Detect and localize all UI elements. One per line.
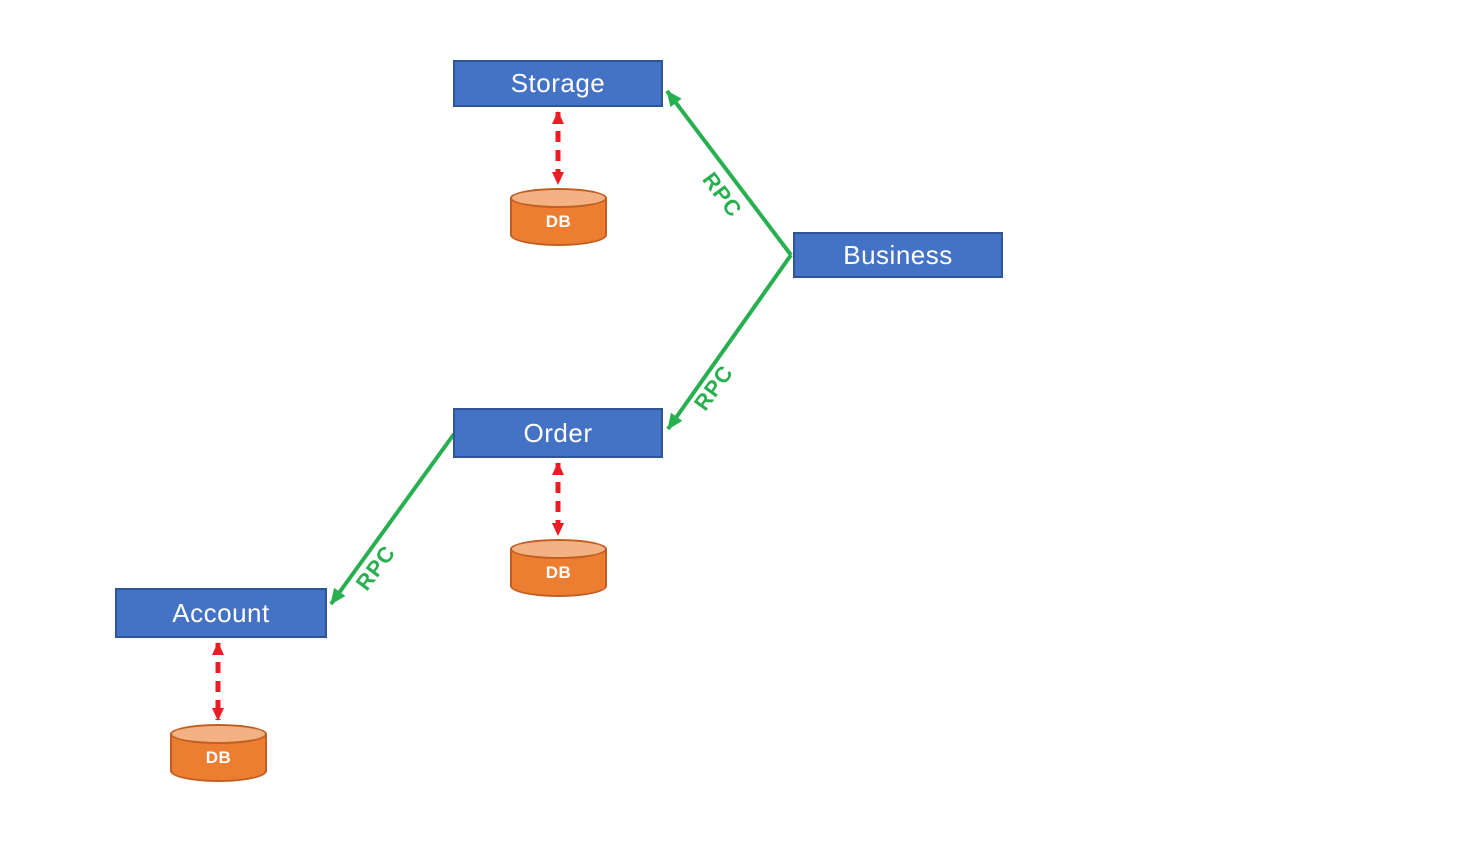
edge-business-to-order — [666, 253, 793, 431]
database-account-label: DB — [205, 748, 232, 767]
node-business: Business — [793, 232, 1003, 278]
node-storage: Storage — [453, 60, 663, 107]
node-business-label: Business — [843, 239, 953, 270]
edge-order-to-account — [329, 432, 456, 606]
edge-label-business-order-rpc: RPC — [688, 360, 739, 416]
database-order-label: DB — [545, 563, 572, 582]
database-storage-label: DB — [545, 212, 572, 231]
database-storage: DB — [510, 188, 607, 246]
edge-label-order-account-rpc: RPC — [350, 540, 401, 595]
node-order-label: Order — [523, 417, 593, 448]
database-cylinder-top — [510, 188, 607, 208]
node-storage-label: Storage — [510, 68, 606, 98]
node-account: Account — [115, 588, 327, 638]
database-cylinder-top — [170, 724, 267, 744]
database-cylinder-top — [510, 539, 607, 559]
database-account: DB — [170, 724, 267, 782]
node-order: Order — [453, 408, 663, 458]
database-order: DB — [510, 539, 607, 597]
edge-business-to-storage — [665, 89, 793, 257]
edge-label-business-storage-rpc: RPC — [697, 167, 748, 222]
node-account-label: Account — [172, 597, 270, 628]
